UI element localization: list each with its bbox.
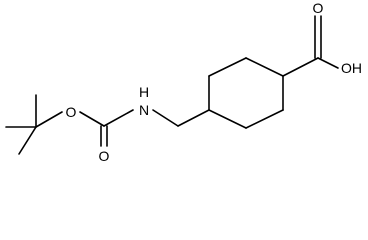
bond-nitrogen-to-methylene bbox=[152, 109, 179, 127]
cyclohexane-ring bbox=[208, 57, 284, 129]
ring-bond-2 bbox=[208, 57, 247, 77]
bond-acid-carbon-to-hydroxyl bbox=[317, 57, 339, 69]
chemical-structure-diagram: O O H N O OH bbox=[5, 0, 362, 164]
atom-label-ester-oxygen: O bbox=[66, 104, 77, 120]
bond-tbu-methyl-down bbox=[18, 126, 37, 155]
atom-label-amide-hydrogen: H bbox=[139, 84, 149, 100]
atom-label-acid-hydroxyl: OH bbox=[341, 60, 362, 76]
tert-butyl-group bbox=[5, 94, 63, 155]
ring-bond-6 bbox=[208, 109, 247, 129]
bond-carbonyl-to-nitrogen bbox=[103, 109, 134, 127]
bond-ring-to-acid-carbon bbox=[282, 57, 319, 77]
bond-tbu-quaternary-to-oxygen bbox=[35, 111, 63, 128]
bond-methylene-to-ring bbox=[177, 109, 210, 127]
atom-label-amide-nitrogen: N bbox=[139, 102, 149, 118]
carboxylic-acid-group bbox=[282, 15, 339, 77]
ring-bond-5 bbox=[245, 109, 284, 129]
atom-label-carbamate-carbonyl-oxygen: O bbox=[99, 148, 110, 164]
atom-labels: O O H N O OH bbox=[66, 0, 362, 164]
bond-ester-oxygen-to-carbonyl bbox=[79, 111, 105, 127]
atom-label-acid-carbonyl-oxygen: O bbox=[313, 0, 324, 16]
ring-bond-3 bbox=[245, 57, 284, 77]
carbamate-group bbox=[79, 109, 179, 147]
